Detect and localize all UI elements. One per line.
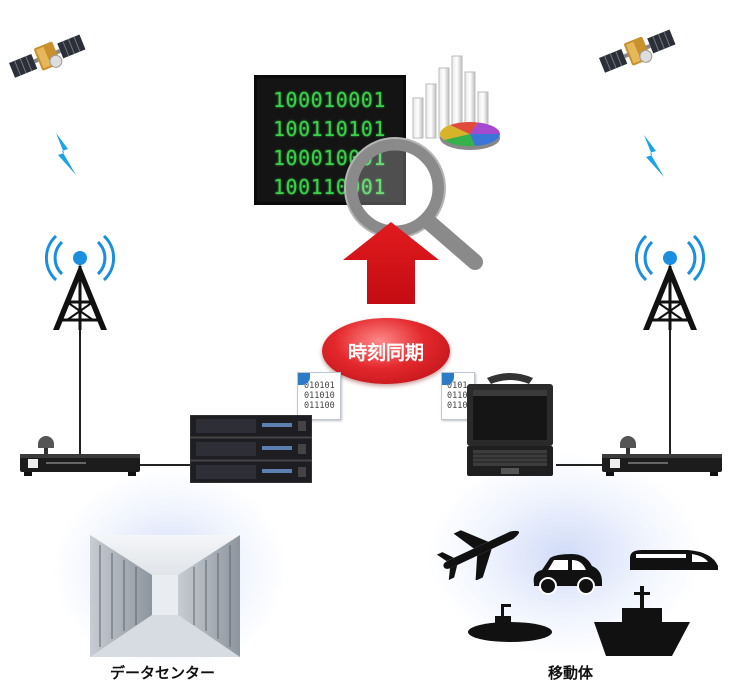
gps-receiver-icon-left (20, 436, 140, 476)
document-line: 010101 (304, 381, 335, 391)
submarine-icon (468, 604, 552, 642)
binary-line: 100010001 (273, 88, 386, 112)
antenna-tower-icon-right (635, 234, 705, 330)
satellite-icon-left (9, 34, 86, 78)
bullet-train-icon (630, 550, 718, 570)
document-tab-icon (298, 373, 310, 385)
ship-icon (594, 586, 690, 656)
document-tab-icon (442, 373, 454, 385)
data-document-left: 010101 011010 011100 (297, 372, 341, 420)
portable-computer-icon (467, 373, 553, 476)
document-line: 0101 (447, 381, 468, 391)
analytics-chart-icon (412, 55, 501, 150)
mobile-label: 移動体 (548, 664, 594, 682)
time-sync-badge: 時刻同期 (322, 318, 450, 384)
satellite-icon-right (599, 29, 676, 73)
time-sync-label: 時刻同期 (347, 341, 424, 364)
lightning-icon-left (56, 133, 76, 175)
antenna-tower-icon-left (45, 234, 115, 330)
document-line: 011100 (304, 401, 335, 411)
binary-line: 100110101 (273, 117, 386, 141)
rack-server-icon (190, 415, 312, 483)
car-icon (533, 554, 602, 595)
lightning-icon-right (644, 135, 664, 177)
magnifier-icon (344, 137, 483, 270)
document-line: 0110 (447, 401, 468, 411)
data-center-image (90, 535, 240, 657)
sync-arrow-icon (343, 222, 439, 304)
binary-line: 100110001 (273, 175, 386, 199)
data-center-label: データセンター (110, 664, 216, 682)
document-line: 0110 (447, 391, 468, 401)
document-line: 011010 (304, 391, 335, 401)
airplane-icon (436, 530, 520, 580)
gps-receiver-icon-right (602, 436, 722, 476)
